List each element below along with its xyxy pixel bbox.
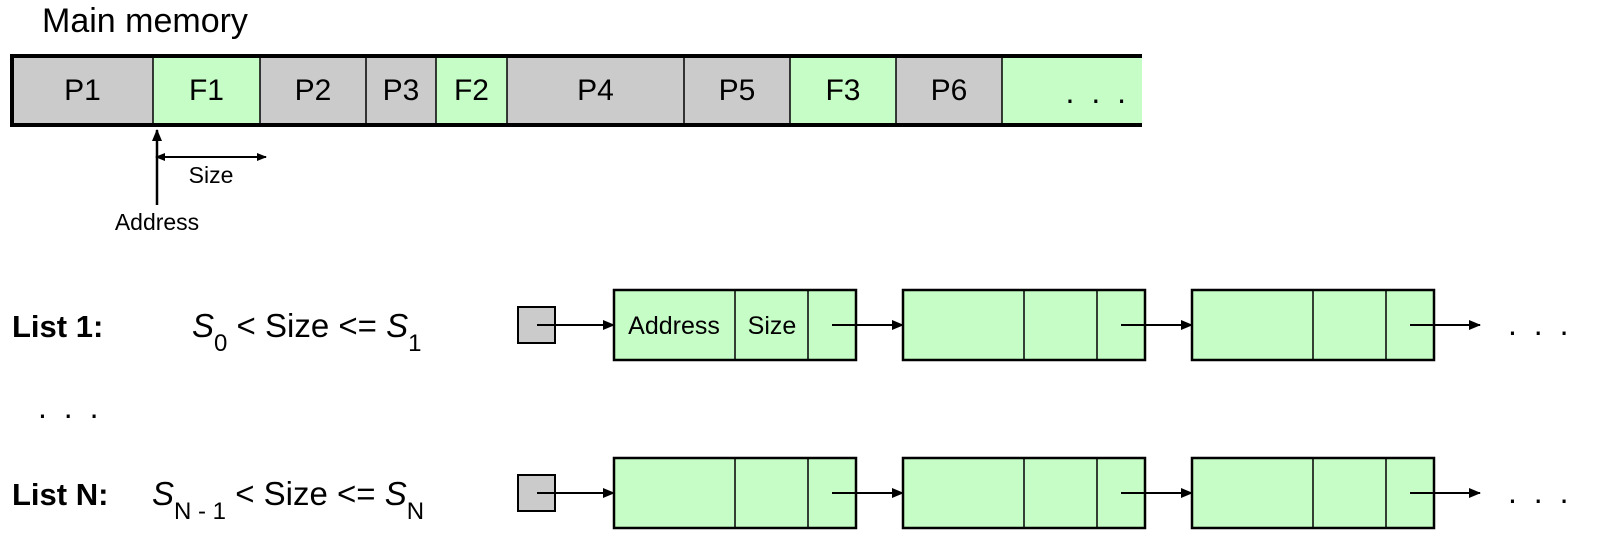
list-node (901, 288, 1193, 362)
memory-segment-label: F2 (454, 74, 489, 107)
memory-segment-label: P1 (64, 74, 101, 107)
memory-segment-free: F2 (436, 58, 507, 124)
address-label: Address (115, 209, 199, 235)
list-node (1190, 456, 1481, 530)
memory-segment-free: . . . (1002, 58, 1142, 124)
memory-segment-process: P2 (260, 58, 366, 124)
list-n-condition: SN - 1 < Size <= SN (152, 475, 424, 525)
memory-segment-label: F1 (189, 74, 224, 107)
diagram-title: Main memory (42, 2, 248, 40)
memory-segment-free: F3 (790, 58, 896, 124)
memory-segment-process: P6 (896, 58, 1002, 124)
main-memory-bar: P1 F1 P2 P3 F2 P4 P5 F3 P6 . . . (10, 54, 1142, 127)
list-node (612, 456, 904, 530)
memory-segment-label: F3 (825, 74, 860, 107)
memory-segment-process: P5 (684, 58, 790, 124)
free-block-annotation: Size Address (115, 129, 267, 235)
memory-segment-label: P2 (295, 74, 332, 107)
memory-segment-label: P5 (719, 74, 756, 107)
memory-segment-label: P6 (931, 74, 968, 107)
memory-segment-process: P1 (12, 58, 153, 124)
memory-segment-label: . . . (1066, 74, 1130, 110)
list-node: Address Size (612, 288, 904, 362)
node-size-cell: Size (748, 312, 797, 340)
list-1-condition: S0 < Size <= S1 (192, 307, 421, 357)
list-1-chain: Address Size . . . (517, 288, 1572, 362)
list-n-chain: . . . (517, 456, 1572, 530)
list-trailing-ellipsis: . . . (1508, 474, 1572, 510)
list-trailing-ellipsis: . . . (1508, 306, 1572, 342)
memory-segment-label: P3 (383, 74, 420, 107)
between-lists-ellipsis: . . . (38, 389, 102, 425)
memory-segment-label: P4 (577, 74, 614, 107)
memory-segment-process: P3 (366, 58, 436, 124)
node-address-cell: Address (628, 312, 720, 340)
size-label: Size (189, 162, 234, 188)
memory-segment-free: F1 (153, 58, 260, 124)
list-n: List N: SN - 1 < Size <= SN . . . (12, 456, 1572, 530)
list-1: List 1: S0 < Size <= S1 Address Size . . . (12, 288, 1572, 362)
memory-segment-process: P4 (507, 58, 684, 124)
list-n-label: List N: (12, 477, 108, 512)
list-node (1190, 288, 1481, 362)
list-1-label: List 1: (12, 309, 103, 344)
list-node (901, 456, 1193, 530)
